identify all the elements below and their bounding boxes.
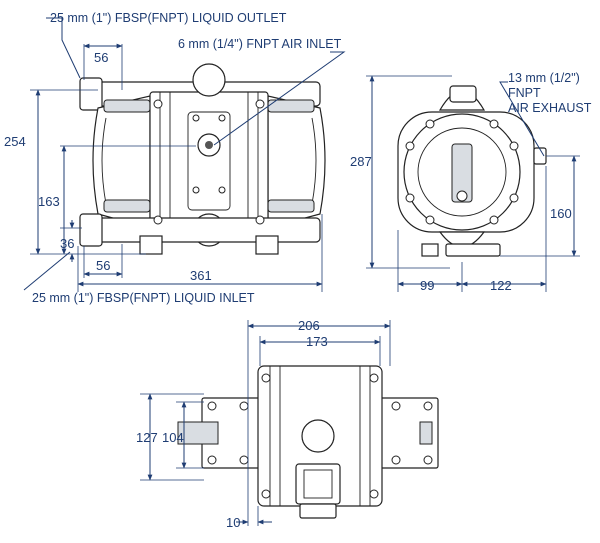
- dim-side-right-depth: 122: [490, 278, 512, 293]
- dim-top-outer-width: 206: [298, 318, 320, 333]
- top-view: [177, 365, 439, 519]
- dim-front-mid-height: 163: [38, 194, 60, 209]
- front-view-dimensions: 56 254 163 36 56 361: [4, 17, 346, 292]
- callout-air-inlet: 6 mm (1/4") FNPT AIR INLET: [178, 37, 342, 51]
- callout-air-exhaust-line3: AIR EXHAUST: [508, 101, 592, 115]
- callout-air-exhaust-line1: 13 mm (1/2"): [508, 71, 580, 85]
- dim-inlet-height: 36: [60, 236, 74, 251]
- callout-liquid-outlet: 25 mm (1") FBSP(FNPT) LIQUID OUTLET: [50, 11, 287, 25]
- side-view-dimensions: 287 160 99 122: [350, 75, 580, 293]
- dim-front-width: 361: [190, 268, 212, 283]
- dim-side-left-depth: 99: [420, 278, 434, 293]
- dim-exhaust-height: 160: [550, 206, 572, 221]
- top-view-dimensions: 206 173 127 104 10: [136, 318, 391, 530]
- callout-air-exhaust-line2: FNPT: [508, 86, 541, 100]
- dim-top-inner-depth: 104: [162, 430, 184, 445]
- dim-top-offset: 10: [226, 515, 240, 530]
- dim-top-outer-depth: 127: [136, 430, 158, 445]
- dim-inlet-offset: 56: [96, 258, 110, 273]
- dim-front-total-height: 254: [4, 134, 26, 149]
- dim-side-height: 287: [350, 154, 372, 169]
- side-view: [397, 85, 547, 257]
- dim-outlet-offset: 56: [94, 50, 108, 65]
- front-view: [79, 63, 326, 255]
- dim-top-inner-width: 173: [306, 334, 328, 349]
- callout-liquid-inlet: 25 mm (1") FBSP(FNPT) LIQUID INLET: [32, 291, 255, 305]
